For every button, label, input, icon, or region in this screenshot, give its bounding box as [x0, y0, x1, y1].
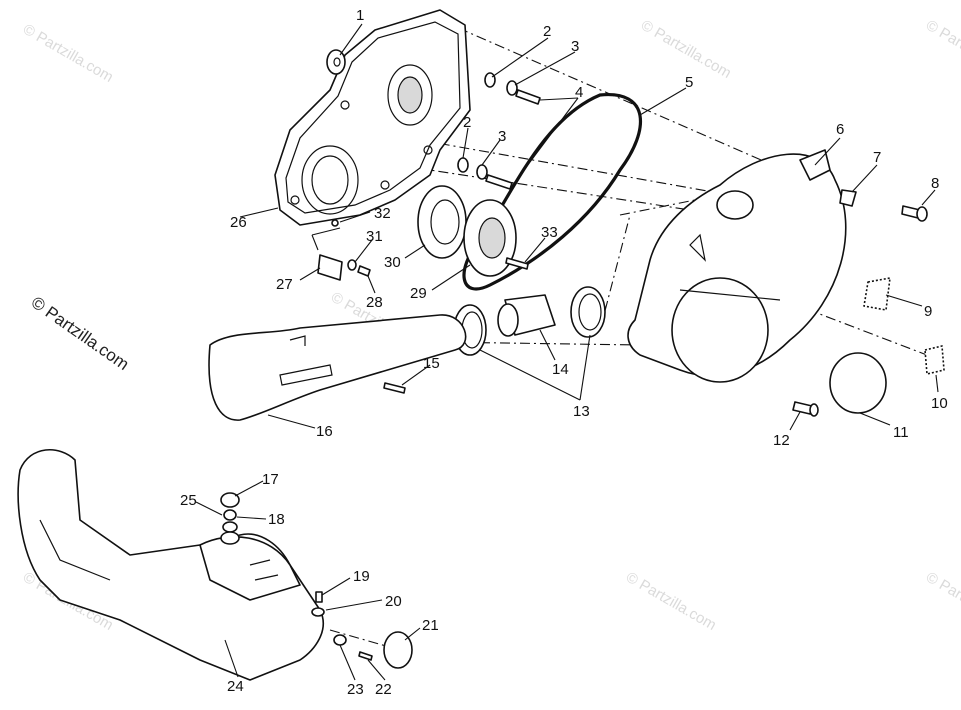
callout-3: 3 — [571, 38, 579, 55]
bolt-part-8 — [901, 205, 928, 222]
screw-part-15 — [383, 382, 406, 394]
outer-cover-part-6 — [627, 149, 847, 383]
callout-27: 27 — [276, 276, 293, 293]
callout-6: 6 — [836, 121, 844, 138]
callout-14: 14 — [552, 361, 569, 378]
callout-17: 17 — [262, 471, 279, 488]
air-box-part-24 — [17, 448, 325, 681]
watermark-text-main: © Partzilla.com — [28, 293, 133, 374]
callout-7: 7 — [873, 149, 881, 166]
seal-part-30 — [417, 185, 467, 259]
callout-2: 2 — [543, 23, 551, 40]
callout-1: 1 — [356, 7, 364, 24]
callout-24: 24 — [227, 678, 244, 695]
cap-parts-17-18-25 — [220, 492, 240, 545]
washer-part-1 — [326, 49, 346, 75]
watermark-text: © Partzilla.com — [623, 569, 719, 634]
bolt-part-12 — [792, 401, 819, 417]
screw-part-33 — [505, 257, 529, 270]
hardware-parts-19-23 — [311, 591, 413, 669]
callout-20: 20 — [385, 593, 402, 610]
inner-cover-part-26 — [274, 9, 471, 226]
callout-25: 25 — [180, 492, 197, 509]
callout-21: 21 — [422, 617, 439, 634]
clip-part-7 — [839, 189, 857, 207]
disk-part-11 — [829, 352, 887, 414]
callout-30: 30 — [384, 254, 401, 271]
watermarks: © Partzilla.com © Partzilla.com © Partzi… — [20, 17, 961, 634]
clamps-duct-parts-13-14 — [453, 286, 606, 356]
watermark-text: © Partzilla.com — [923, 17, 961, 82]
callout-10: 10 — [931, 395, 948, 412]
callout-5: 5 — [685, 74, 693, 91]
gasket-part-29 — [463, 199, 517, 277]
callout-13: 13 — [573, 403, 590, 420]
watermark-text: © Partzilla.com — [638, 17, 734, 82]
callout-31: 31 — [366, 228, 383, 245]
callout-26: 26 — [230, 214, 247, 231]
callout-33: 33 — [541, 224, 558, 241]
callout-11: 11 — [893, 424, 909, 441]
watermark-text: © Partzilla.com — [923, 569, 961, 634]
callout-2-lower: 2 — [463, 114, 471, 131]
callout-numbers: 1 2 3 4 5 6 7 8 9 10 11 12 13 14 15 16 1… — [180, 7, 948, 698]
callout-29: 29 — [410, 285, 427, 302]
callout-4: 4 — [575, 84, 583, 101]
label-part-10 — [924, 345, 945, 375]
leader-lines — [195, 23, 939, 681]
callout-18: 18 — [268, 511, 285, 528]
callout-19: 19 — [353, 568, 370, 585]
watermark-text: © Partzilla.com — [20, 21, 116, 86]
callout-28: 28 — [366, 294, 383, 311]
callout-8: 8 — [931, 175, 939, 192]
decal-part-9 — [863, 277, 891, 311]
callout-23: 23 — [347, 681, 364, 698]
callout-22: 22 — [375, 681, 392, 698]
bracket-parts-27-28-31-32 — [311, 219, 371, 281]
callout-12: 12 — [773, 432, 790, 449]
callout-15: 15 — [423, 355, 440, 372]
intake-duct-part-16 — [208, 314, 467, 421]
callout-32: 32 — [374, 205, 391, 222]
callout-9: 9 — [924, 303, 932, 320]
callout-3-lower: 3 — [498, 128, 506, 145]
callout-16: 16 — [316, 423, 333, 440]
